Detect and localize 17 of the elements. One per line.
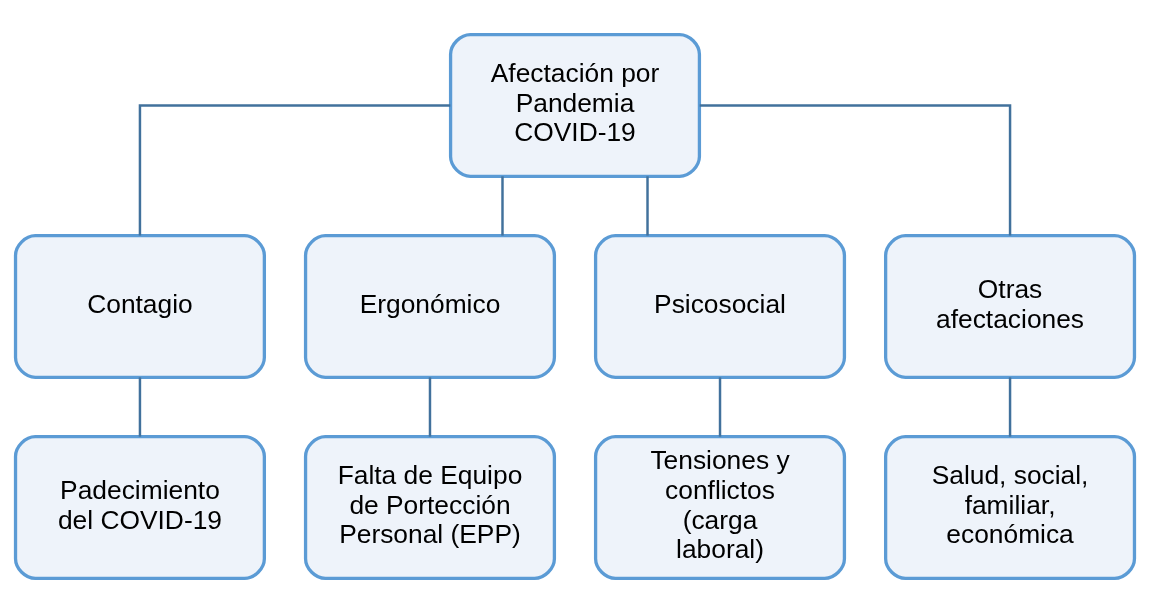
node-box: Afectación por Pandemia COVID-19 bbox=[448, 32, 702, 178]
connector bbox=[501, 176, 504, 236]
connector bbox=[646, 176, 649, 236]
node-box: Padecimiento del COVID-19 bbox=[13, 435, 266, 581]
node-box: Tensiones y conflictos (carga laboral) bbox=[593, 435, 847, 581]
connector bbox=[138, 104, 451, 236]
node-box: Contagio bbox=[13, 234, 266, 379]
connector bbox=[428, 377, 432, 437]
node-box: Salud, social, familiar, económica bbox=[884, 435, 1137, 581]
node-box: Psicosocial bbox=[593, 234, 847, 379]
node-box: Falta de Equipo de Portección Personal (EPP) bbox=[303, 435, 557, 581]
node-box: Otras afectaciones bbox=[884, 234, 1137, 379]
connector bbox=[718, 377, 722, 437]
node-box: Ergonómico bbox=[303, 234, 557, 379]
connector bbox=[699, 104, 1012, 236]
connector bbox=[138, 377, 142, 437]
connector bbox=[1008, 377, 1012, 437]
